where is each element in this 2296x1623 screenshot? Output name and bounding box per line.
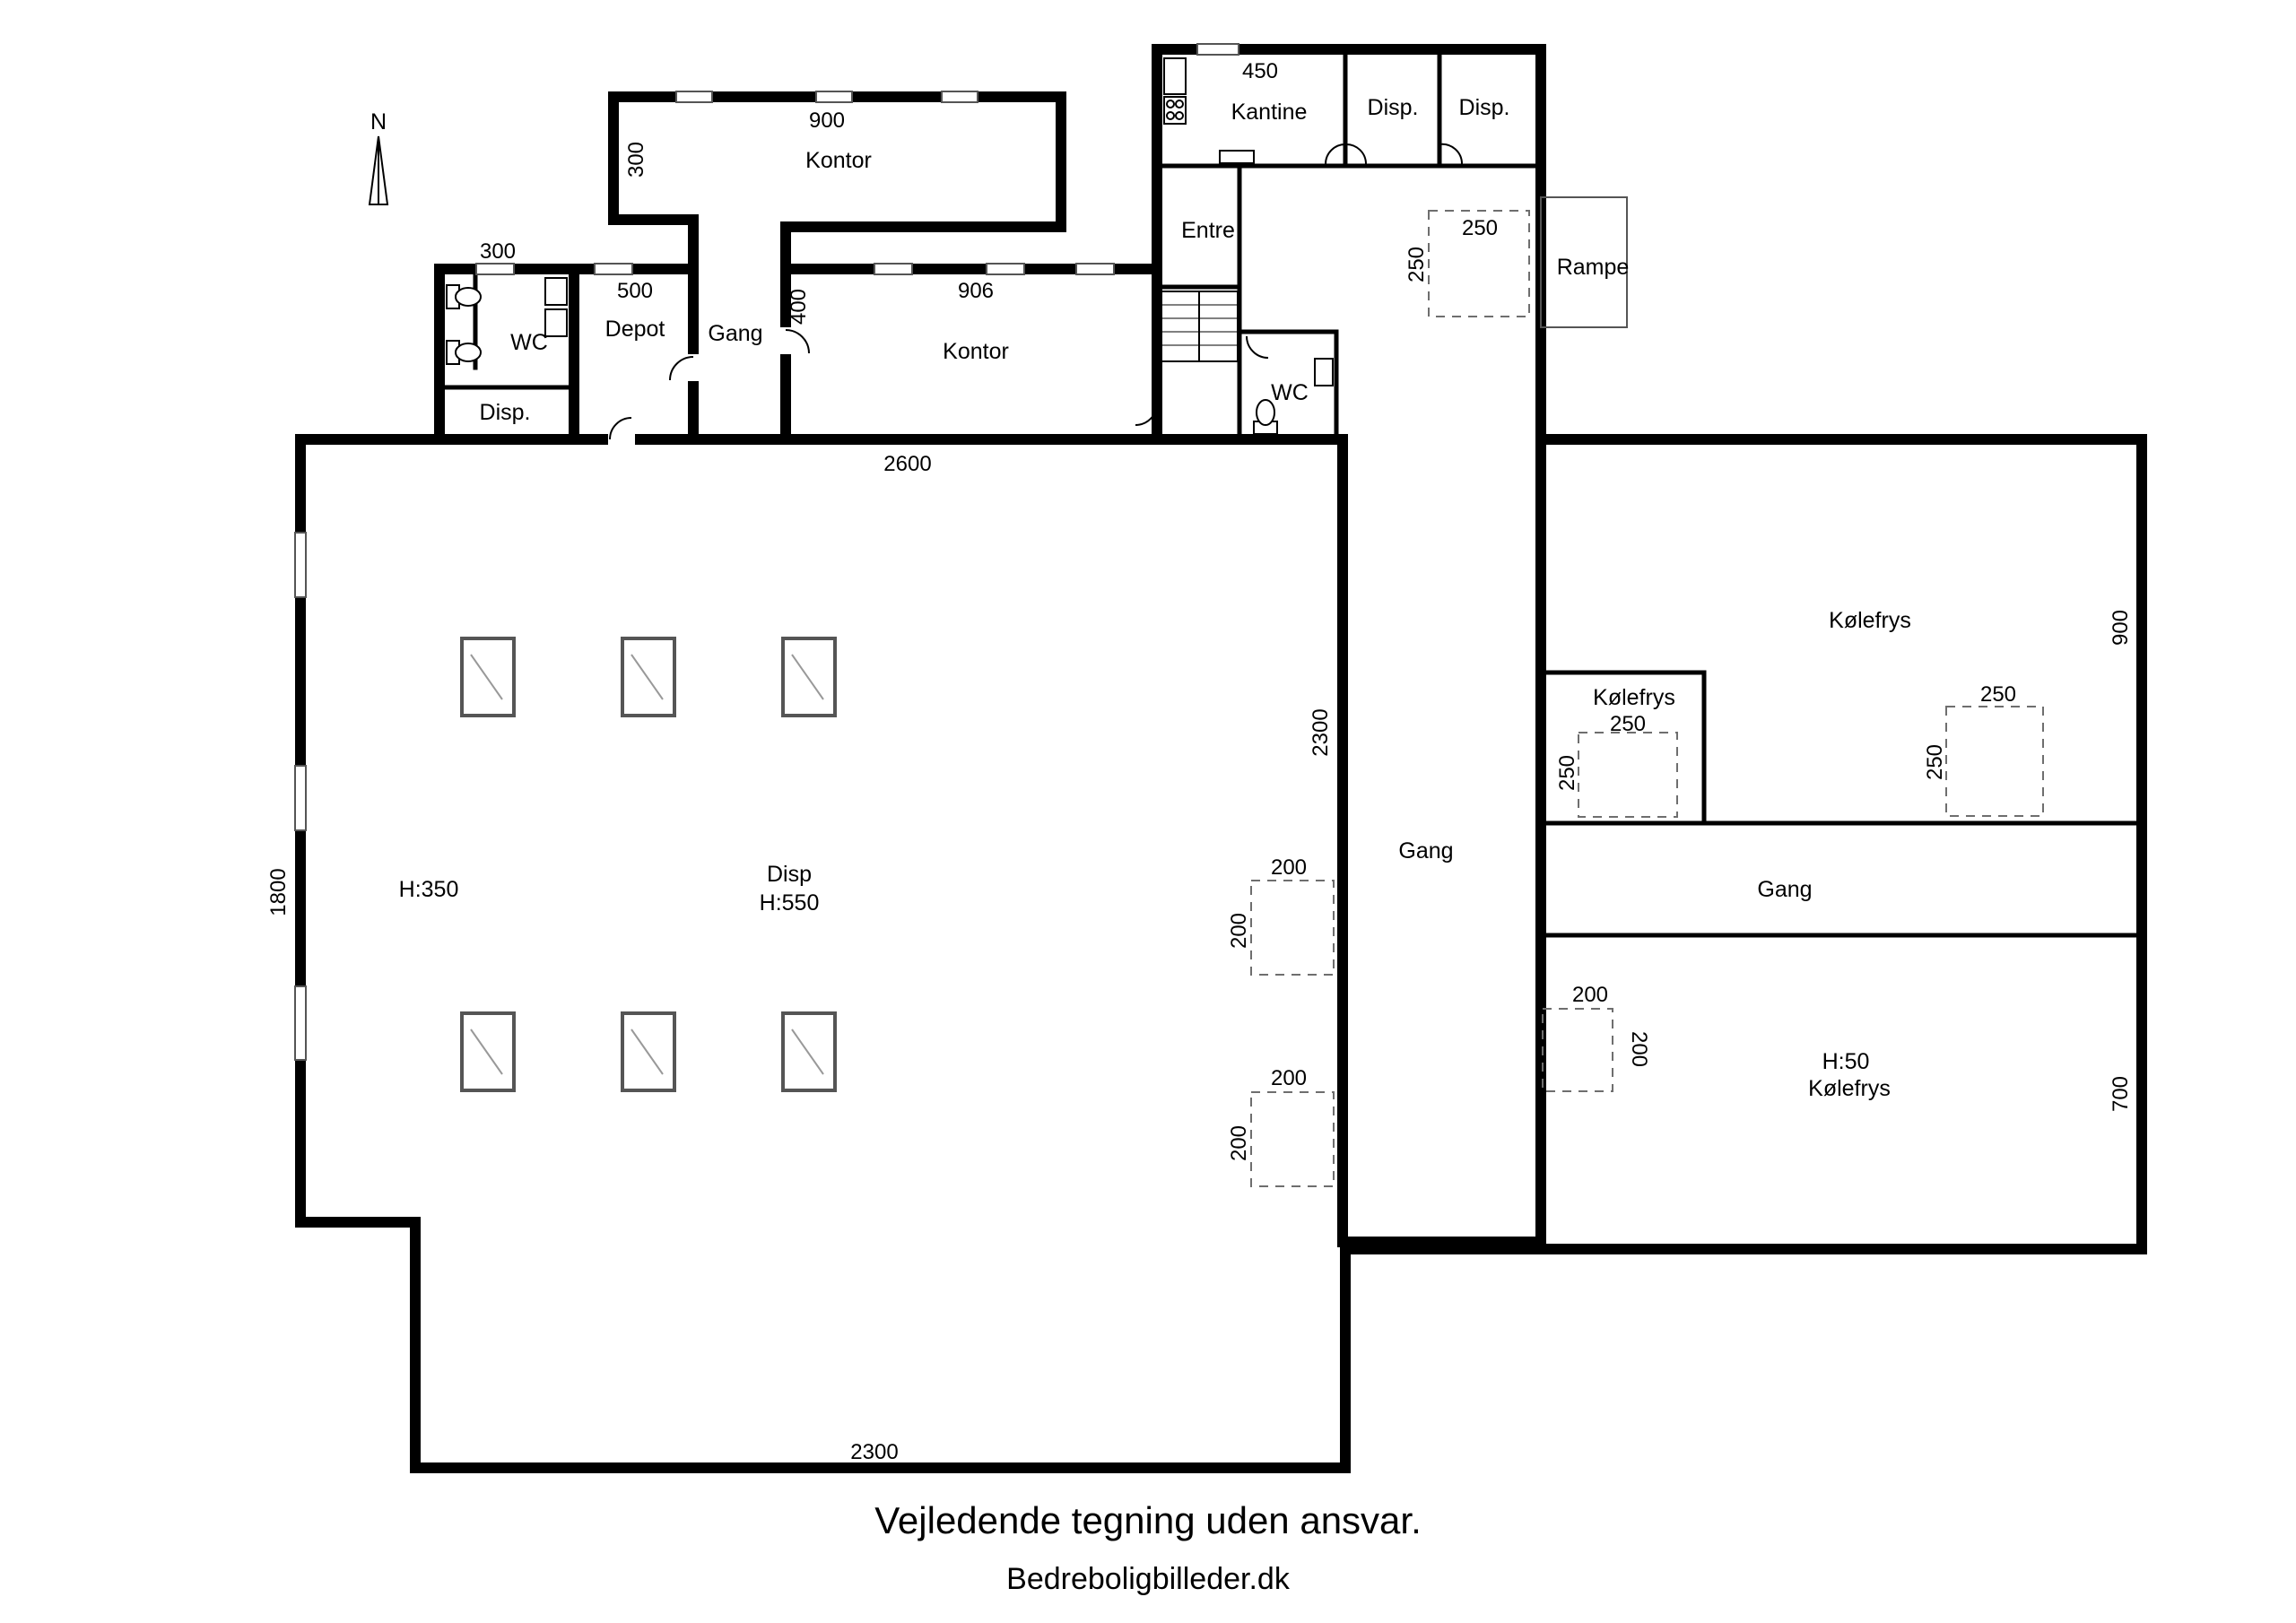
dim-900-top: 900: [809, 108, 845, 133]
room-kontor-mid: Kontor: [943, 339, 1009, 364]
dim-300-top: 300: [480, 239, 516, 264]
rampe-box: [1540, 196, 1628, 328]
room-wc-right: WC: [1271, 380, 1309, 405]
room-kolefrys-small: Kølefrys: [1593, 685, 1675, 710]
exterior-walls: [295, 44, 2147, 1473]
room-rampe: Rampe: [1557, 255, 1630, 280]
footer-source: Bedreboligbilleder.dk: [1006, 1562, 1290, 1596]
dim-500: 500: [617, 279, 653, 303]
dim-900-right: 900: [2109, 610, 2133, 646]
room-kantine: Kantine: [1231, 100, 1308, 125]
dim-200-c-v: 200: [1627, 1031, 1651, 1067]
room-disp-1: Disp.: [1368, 95, 1419, 120]
dim-250-c-h: 250: [1610, 712, 1646, 736]
dim-200-b-v: 200: [1227, 1125, 1251, 1161]
room-depot: Depot: [605, 317, 665, 342]
doors: [608, 143, 1464, 447]
toilet-icon: [446, 284, 1278, 435]
windows: [294, 43, 1239, 1061]
dim-200-a-v: 200: [1227, 913, 1251, 949]
dim-450: 450: [1242, 59, 1278, 83]
dim-200-a-h: 200: [1271, 855, 1307, 880]
room-kolefrys-big: Kølefrys: [1829, 608, 1911, 633]
dim-250-a-v: 250: [1405, 247, 1429, 282]
dashed-footprints: [1250, 210, 2044, 1187]
skylights: [460, 637, 837, 1092]
north-label: N: [370, 109, 387, 135]
sink-icon: [544, 277, 1334, 386]
dim-906: 906: [958, 279, 994, 303]
dim-300-left: 300: [624, 142, 648, 178]
room-height-label: H:350: [399, 877, 459, 902]
room-kolefrys-bottom-height: H:50: [1822, 1049, 1870, 1074]
room-entre: Entre: [1181, 218, 1235, 243]
dim-2300-horizontal: 2300: [850, 1440, 898, 1464]
dim-250-b-h: 250: [1980, 682, 2016, 707]
room-gang-small: Gang: [708, 321, 762, 346]
room-disp-small: Disp.: [480, 400, 531, 425]
dim-250-c-v: 250: [1555, 755, 1579, 791]
stairs: [1160, 291, 1239, 362]
room-disp-2: Disp.: [1459, 95, 1510, 120]
room-kolefrys-bottom-name: Kølefrys: [1808, 1076, 1891, 1101]
dim-700: 700: [2109, 1076, 2133, 1112]
dim-250-a-h: 250: [1462, 216, 1498, 240]
room-gang-right: Gang: [1757, 877, 1812, 902]
dim-200-c-h: 200: [1572, 983, 1608, 1007]
footer-disclaimer: Vejledende tegning uden ansvar.: [874, 1499, 1422, 1541]
room-gang-center: Gang: [1398, 838, 1453, 864]
dim-250-b-v: 250: [1923, 744, 1947, 780]
dim-200-b-h: 200: [1271, 1066, 1307, 1090]
room-disp-main-height: H:550: [760, 890, 820, 916]
dim-2300-vertical: 2300: [1309, 708, 1333, 756]
kitchen-icon: [1163, 57, 1255, 164]
dim-400: 400: [787, 289, 811, 325]
room-kontor-top: Kontor: [805, 148, 872, 173]
dim-1800: 1800: [266, 868, 291, 916]
room-wc-left: WC: [510, 330, 548, 355]
dim-2600: 2600: [883, 452, 931, 476]
north-arrow-icon: [368, 135, 389, 205]
room-disp-main-name: Disp: [767, 862, 812, 887]
